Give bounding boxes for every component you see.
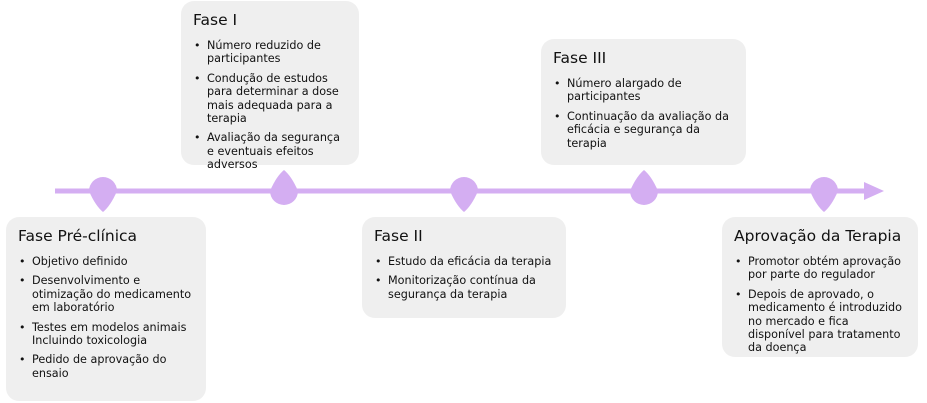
phase-item: Promotor obtém aprovação por parte do re…	[734, 255, 906, 282]
phase-item: Condução de estudos para determinar a do…	[193, 72, 347, 126]
phase-item-list: Estudo da eficácia da terapia Monitoriza…	[374, 255, 554, 301]
phase-title: Fase I	[193, 11, 238, 29]
phase-title: Aprovação da Terapia	[734, 227, 902, 245]
phase-item: Desenvolvimento e otimização do medicame…	[18, 274, 194, 314]
phase-box-aprovacao: Aprovação da Terapia Promotor obtém apro…	[722, 217, 918, 357]
phase-box-fase-3: Fase III Número alargado de participante…	[541, 39, 746, 165]
drop-marker-icon	[270, 170, 298, 205]
phase-item-list: Objetivo definido Desenvolvimento e otim…	[18, 255, 194, 380]
phase-item: Testes em modelos animais Incluindo toxi…	[18, 321, 194, 348]
phase-item: Número alargado de participantes	[553, 77, 734, 104]
phase-item: Continuação da avaliação da eficácia e s…	[553, 110, 734, 150]
phase-item: Número reduzido de participantes	[193, 39, 347, 66]
arrow-right-icon	[864, 182, 884, 200]
drop-marker-icon	[89, 177, 117, 212]
phase-item: Objetivo definido	[18, 255, 194, 269]
phase-item-list: Número alargado de participantes Continu…	[553, 77, 734, 150]
drop-marker-icon	[450, 177, 478, 212]
phase-title: Fase Pré-clínica	[18, 227, 138, 245]
phase-item: Pedido de aprovação do ensaio	[18, 353, 194, 380]
phase-title: Fase III	[553, 49, 607, 67]
phase-box-fase-1: Fase I Número reduzido de participantes …	[181, 1, 359, 171]
phase-box-fase-2: Fase II Estudo da eficácia da terapia Mo…	[362, 217, 566, 318]
drop-marker-icon	[630, 170, 658, 205]
phase-item: Monitorização contínua da segurança da t…	[374, 274, 554, 301]
phase-item: Depois de aprovado, o medicamento é intr…	[734, 288, 906, 355]
phase-item: Estudo da eficácia da terapia	[374, 255, 554, 269]
phase-item: Avaliação da segurança e eventuais efeit…	[193, 131, 347, 171]
phase-item-list: Promotor obtém aprovação por parte do re…	[734, 255, 906, 355]
phase-item-list: Número reduzido de participantes Conduçã…	[193, 39, 347, 172]
phase-box-pre-clinica: Fase Pré-clínica Objetivo definido Desen…	[6, 217, 206, 401]
drop-marker-icon	[810, 177, 838, 212]
phase-title: Fase II	[374, 227, 423, 245]
